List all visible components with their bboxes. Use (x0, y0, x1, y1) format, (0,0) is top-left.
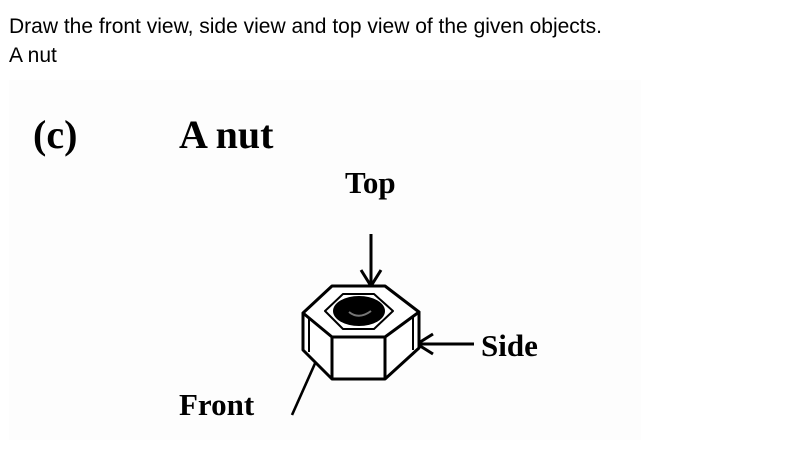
top-label: Top (345, 165, 396, 200)
hex-nut-icon (301, 284, 421, 381)
side-arrow (414, 332, 474, 356)
side-label: Side (481, 328, 538, 363)
front-label: Front (179, 387, 255, 422)
question-line-2: A nut (9, 44, 57, 67)
part-label: (c) (33, 112, 77, 157)
nut-figure: (c) A nut Top Side Front (9, 80, 641, 440)
figure-title: A nut (179, 112, 274, 157)
top-arrow (359, 234, 383, 289)
nut-diagram: (c) A nut Top Side Front (33, 112, 538, 422)
question-line-1: Draw the front view, side view and top v… (9, 15, 602, 38)
question-text: Draw the front view, side view and top v… (9, 12, 602, 70)
